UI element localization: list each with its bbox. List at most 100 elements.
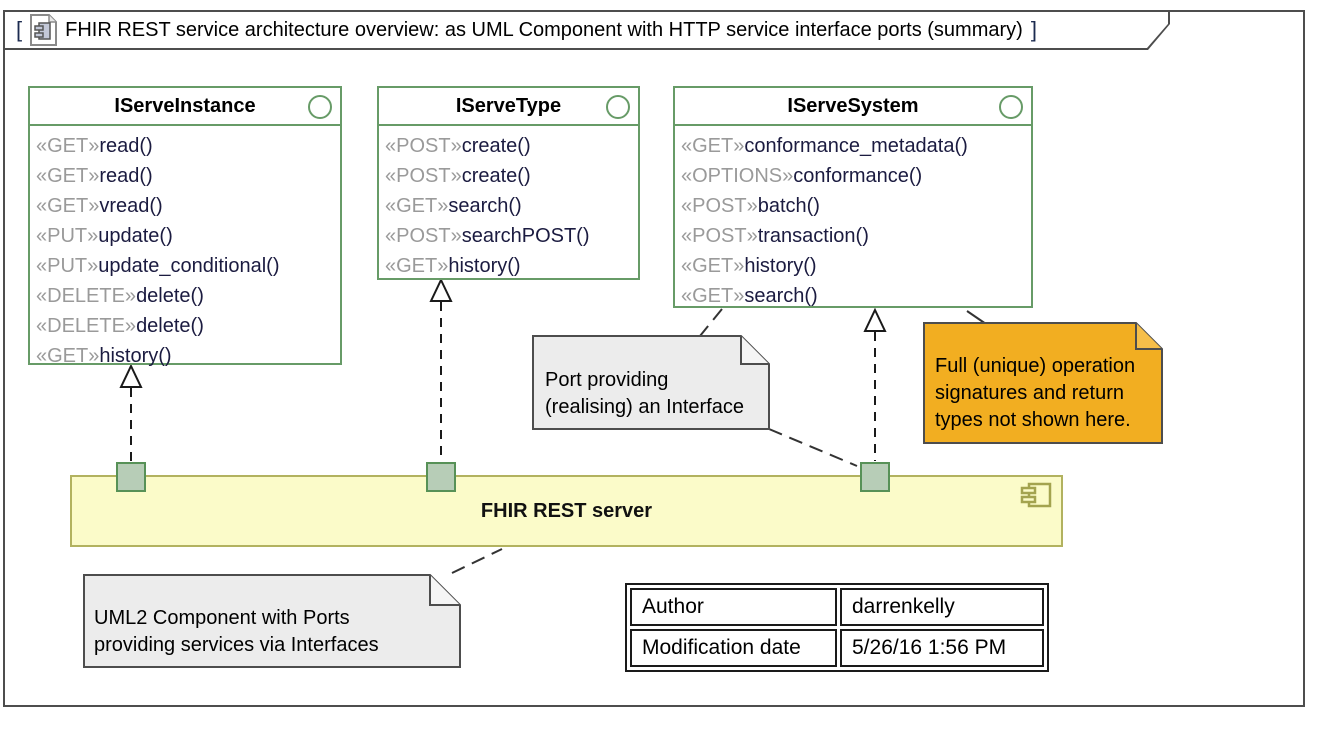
operation: «PUT»update()	[36, 221, 334, 251]
operation-name: searchPOST()	[461, 225, 590, 247]
note-signatures: Full (unique) operation signatures and r…	[923, 322, 1163, 444]
operation: «POST»searchPOST()	[385, 221, 632, 251]
operation-name: search()	[744, 285, 818, 307]
operation-stereotype: «PUT»	[36, 255, 99, 277]
interface-name: IServeType	[455, 94, 562, 117]
operation-list: «POST»create() «POST»create() «GET»searc…	[379, 126, 638, 281]
operation-stereotype: «DELETE»	[36, 285, 137, 307]
operation: «POST»batch()	[681, 191, 1025, 221]
info-table-value: darrenkelly	[840, 588, 1044, 626]
info-table-label: Author	[630, 588, 837, 626]
operation-name: search()	[448, 195, 522, 217]
note-text: Full (unique) operation signatures and r…	[935, 355, 1136, 431]
operation-stereotype: «GET»	[681, 255, 745, 277]
operation-name: delete()	[136, 315, 204, 337]
operation-stereotype: «GET»	[36, 345, 100, 367]
operation-name: read()	[99, 165, 153, 187]
interface-ball-icon	[999, 95, 1023, 119]
operation-stereotype: «PUT»	[36, 225, 99, 247]
operation: «DELETE»delete()	[36, 311, 334, 341]
title-open-bracket: [	[16, 17, 23, 42]
note-shape	[532, 335, 770, 430]
note-shape	[923, 322, 1163, 444]
operation: «DELETE»delete()	[36, 281, 334, 311]
diagram-title: FHIR REST service architecture overview:…	[65, 18, 1023, 41]
note-port-providing: Port providing (realising) an Interface	[532, 335, 770, 430]
operation-stereotype: «OPTIONS»	[681, 165, 794, 187]
operation-name: batch()	[757, 195, 820, 217]
operation-name: conformance_metadata()	[744, 135, 968, 157]
port-iservesystem	[860, 462, 890, 492]
operation-name: history()	[448, 255, 521, 277]
operation-stereotype: «GET»	[36, 135, 100, 157]
interface-iservesystem: IServeSystem «GET»conformance_metadata()…	[673, 86, 1033, 308]
operation-name: create()	[461, 165, 531, 187]
info-table-label: Modification date	[630, 629, 837, 667]
operation: «GET»conformance_metadata()	[681, 131, 1025, 161]
diagram-title-tab: [ FHIR REST service architecture overvie…	[3, 10, 1170, 50]
operation-stereotype: «GET»	[385, 255, 449, 277]
operation-name: history()	[99, 345, 172, 367]
interface-header: IServeType	[379, 88, 638, 126]
operation: «OPTIONS»conformance()	[681, 161, 1025, 191]
operation: «PUT»update_conditional()	[36, 251, 334, 281]
operation-name: update_conditional()	[98, 255, 280, 277]
operation: «GET»read()	[36, 161, 334, 191]
component-label: FHIR REST server	[480, 499, 653, 522]
operation-stereotype: «GET»	[681, 135, 745, 157]
component-diagram-icon	[30, 14, 57, 46]
operation-list: «GET»conformance_metadata() «OPTIONS»con…	[675, 126, 1031, 311]
operation-name: create()	[461, 135, 531, 157]
operation-stereotype: «GET»	[36, 195, 100, 217]
interface-name: IServeInstance	[114, 94, 256, 117]
operation-stereotype: «POST»	[385, 165, 462, 187]
operation: «GET»vread()	[36, 191, 334, 221]
diagram-title-tab-inner: [ FHIR REST service architecture overvie…	[5, 12, 1168, 48]
operation: «GET»read()	[36, 131, 334, 161]
component-fhir-rest-server: FHIR REST server	[70, 475, 1063, 547]
operation: «GET»history()	[36, 341, 334, 371]
interface-header: IServeInstance	[30, 88, 340, 126]
operation-list: «GET»read() «GET»read() «GET»vread() «PU…	[30, 126, 340, 371]
operation: «GET»search()	[681, 281, 1025, 311]
note-text: Port providing (realising) an Interface	[545, 369, 744, 418]
operation: «POST»transaction()	[681, 221, 1025, 251]
operation: «GET»history()	[681, 251, 1025, 281]
info-table-row: Author darrenkelly	[630, 588, 1044, 626]
info-table-value: 5/26/16 1:56 PM	[840, 629, 1044, 667]
operation-name: history()	[744, 255, 817, 277]
interface-name: IServeSystem	[787, 94, 919, 117]
port-iserveinstance	[116, 462, 146, 492]
operation: «GET»search()	[385, 191, 632, 221]
interface-header: IServeSystem	[675, 88, 1031, 126]
title-close-bracket: ]	[1030, 17, 1037, 42]
operation-name: conformance()	[793, 165, 923, 187]
note-text: UML2 Component with Ports providing serv…	[94, 607, 379, 656]
operation-stereotype: «POST»	[385, 225, 462, 247]
operation-stereotype: «POST»	[681, 225, 758, 247]
operation-stereotype: «DELETE»	[36, 315, 137, 337]
interface-ball-icon	[606, 95, 630, 119]
operation: «GET»history()	[385, 251, 632, 281]
interface-iserveinstance: IServeInstance «GET»read() «GET»read() «…	[28, 86, 342, 367]
operation-stereotype: «POST»	[385, 135, 462, 157]
interface-iservetype: IServeType «POST»create() «POST»create()…	[377, 86, 640, 280]
operation-name: delete()	[136, 285, 204, 307]
diagram-info-table: Author darrenkelly Modification date 5/2…	[625, 583, 1049, 672]
operation: «POST»create()	[385, 131, 632, 161]
operation-name: vread()	[99, 195, 163, 217]
operation-stereotype: «GET»	[385, 195, 449, 217]
operation-stereotype: «POST»	[681, 195, 758, 217]
operation-stereotype: «GET»	[681, 285, 745, 307]
operation-name: read()	[99, 135, 153, 157]
info-table-row: Modification date 5/26/16 1:56 PM	[630, 629, 1044, 667]
note-uml2-component: UML2 Component with Ports providing serv…	[83, 574, 461, 668]
operation-stereotype: «GET»	[36, 165, 100, 187]
operation-name: transaction()	[757, 225, 869, 247]
interface-ball-icon	[308, 95, 332, 119]
note-shape	[83, 574, 461, 668]
operation-name: update()	[98, 225, 173, 247]
uml-component-icon	[1020, 482, 1052, 508]
port-iservetype	[426, 462, 456, 492]
